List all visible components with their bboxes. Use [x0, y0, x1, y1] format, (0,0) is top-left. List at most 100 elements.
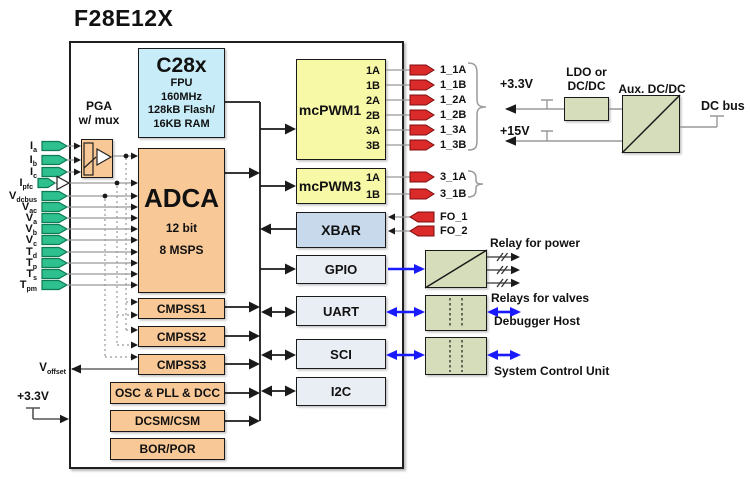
mcpwm3-title: mcPWM3 — [298, 178, 362, 194]
block-cmpss2: CMPSS2 — [138, 326, 225, 347]
fault-input-label: FO_1 — [440, 211, 468, 223]
input-label: Tp — [25, 257, 37, 271]
system-control-unit-label: System Control Unit — [494, 364, 610, 378]
bus-width-slashes — [496, 252, 509, 288]
cmpss3-label: CMPSS3 — [156, 357, 207, 372]
plus-3v3-label: +3.3V — [500, 77, 534, 91]
block-gpio: GPIO — [296, 255, 386, 284]
pfc-buffer-symbol — [56, 175, 71, 191]
diagram-title: F28E12X — [74, 5, 174, 31]
pwm-output-label: 3_1B — [440, 188, 467, 200]
pwm-output-label: 1_1B — [440, 79, 467, 91]
pwm-port-arrows — [409, 64, 435, 237]
input-label: Ia — [30, 140, 37, 154]
v-offset-label: Voffset — [39, 362, 66, 376]
pga-label-line1: PGA — [85, 99, 112, 113]
c28x-line: 128kB Flash/ — [147, 104, 216, 116]
input-label: Va — [25, 212, 37, 226]
pwm-output-label: 1_3B — [440, 139, 467, 151]
block-i2c: I2C — [296, 377, 386, 406]
c28x-title: C28x — [156, 54, 207, 77]
cmpss2-label: CMPSS2 — [156, 329, 207, 344]
input-label: Ic — [30, 166, 37, 180]
c28x-line: FPU — [170, 77, 193, 89]
input-label: Vac — [21, 201, 37, 215]
block-dcsm-csm: DCSM/CSM — [110, 410, 225, 432]
debugger-host-label: Debugger Host — [494, 314, 581, 328]
adca-resolution: 12 bit — [165, 221, 198, 235]
block-sci: SCI — [296, 339, 386, 369]
block-mcpwm1: mcPWM1 1A 1B 2A 2B 3A 3B — [296, 59, 386, 160]
input-label: Vc — [25, 234, 37, 248]
dcsm-label: DCSM/CSM — [134, 414, 201, 428]
fault-input-label: FO_2 — [440, 225, 468, 237]
input-label: Ib — [29, 154, 37, 168]
block-uart: UART — [296, 296, 386, 326]
mcpwm1-pin: 3B — [365, 140, 380, 152]
bor-label: BOR/POR — [139, 442, 196, 456]
isolator-module-sci — [425, 337, 487, 375]
plus-15v-label: +15V — [500, 124, 530, 138]
xbar-label: XBAR — [321, 222, 361, 238]
relays-for-valves-label: Relays for valves — [491, 291, 590, 305]
ldo-label: LDO or DC/DC — [560, 65, 613, 93]
mcpwm1-title: mcPWM1 — [298, 101, 362, 118]
dc-bus-label: DC bus — [701, 99, 745, 113]
pga-label-line2: w/ mux — [78, 112, 120, 127]
c28x-line: 16KB RAM — [153, 117, 210, 130]
block-c28x: C28x FPU 160MHz 128kB Flash/ 16KB RAM — [138, 48, 225, 138]
relay-output-lines — [487, 256, 511, 284]
pwm-group-braces — [467, 62, 487, 198]
i2c-label: I2C — [330, 384, 352, 399]
input-label: Vdcbus — [9, 190, 37, 204]
block-mcpwm3: mcPWM3 1A 1B — [296, 168, 386, 204]
block-bor-por: BOR/POR — [110, 438, 225, 460]
input-label: Ts — [26, 268, 37, 282]
block-pga — [81, 139, 113, 178]
pwm-output-label: 1_2B — [440, 109, 467, 121]
relay-for-power-label: Relay for power — [490, 236, 581, 250]
supply-3v3-left-line — [26, 407, 69, 424]
relay-driver-module — [425, 250, 487, 288]
aux-dcdc-label: Aux. DC/DC — [618, 82, 686, 96]
gpio-label: GPIO — [324, 262, 358, 277]
input-label: Ipfc — [19, 177, 33, 191]
input-label: Tpm — [19, 279, 37, 293]
mcpwm1-pin: 1B — [365, 80, 380, 92]
sci-label: SCI — [330, 346, 352, 362]
cmpss1-label: CMPSS1 — [156, 301, 207, 316]
supply-3v3-left-label: +3.3V — [17, 389, 49, 403]
mcpwm1-pin: 2B — [365, 110, 380, 122]
pwm-output-label: 1_3A — [440, 124, 467, 136]
input-label: Vb — [25, 223, 37, 237]
input-port-arrows — [37, 140, 69, 291]
aux-dcdc-module — [622, 95, 680, 153]
mcpwm1-pin: 3A — [365, 125, 380, 137]
block-osc-pll-dcc: OSC & PLL & DCC — [110, 382, 225, 404]
ldo-dcdc-module — [564, 97, 609, 121]
ldo-label-line2: DC/DC — [567, 78, 606, 93]
fault-port-arrow — [409, 225, 435, 237]
adca-speed: 8 MSPS — [159, 243, 204, 257]
adca-title: ADCA — [143, 183, 220, 213]
c28x-line: 160MHz — [161, 90, 202, 103]
fault-port-arrow — [409, 211, 435, 223]
block-adca: ADCA 12 bit 8 MSPS — [138, 148, 225, 293]
pwm-output-label: 1_2A — [440, 94, 467, 106]
mcpwm1-pin: 1A — [365, 65, 380, 77]
mcpwm1-pin: 2A — [365, 95, 380, 107]
mcpwm3-pin: 1B — [365, 189, 380, 201]
pga-label: PGA w/ mux — [76, 99, 122, 127]
ldo-label-line1: LDO or — [566, 65, 607, 79]
uart-label: UART — [322, 303, 360, 319]
relay-output-arrowheads — [511, 252, 520, 288]
pwm-output-label: 1_1A — [440, 64, 467, 76]
block-cmpss3: CMPSS3 — [138, 354, 225, 375]
isolator-module-uart — [425, 295, 487, 331]
power-lines — [506, 99, 724, 142]
pwm-output-label: 3_1A — [440, 171, 467, 183]
block-xbar: XBAR — [296, 212, 386, 248]
osc-label: OSC & PLL & DCC — [114, 386, 221, 400]
input-label: Td — [25, 246, 37, 260]
